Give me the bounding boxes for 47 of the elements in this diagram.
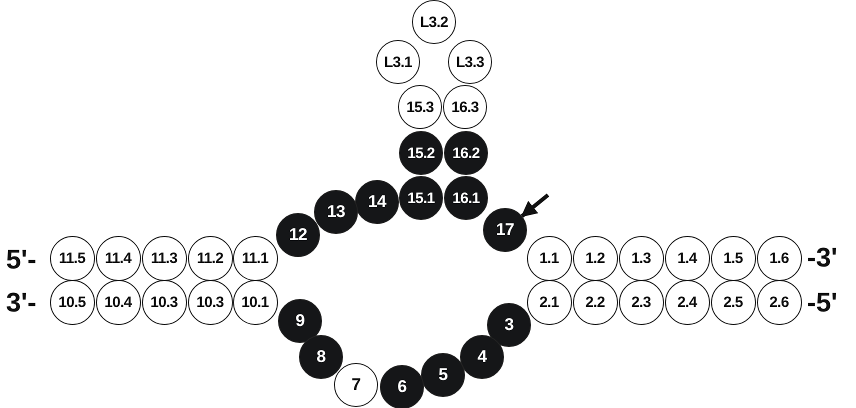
nucleotide-circle: 2.2 — [572, 280, 618, 324]
nucleotide-circle: 2.5 — [710, 280, 756, 324]
nucleotide-circle: 15.1 — [399, 176, 443, 220]
nucleotide-circle: 16.2 — [444, 131, 488, 175]
nucleotide-circle: 11.2 — [188, 236, 232, 280]
nucleotide-circle: 1.1 — [526, 236, 572, 280]
nucleotide-circle: 10.3 — [142, 280, 186, 324]
strand-end-label: -3' — [807, 244, 838, 272]
nucleotide-circle: L3.3 — [448, 40, 492, 84]
nucleotide-circle: 3 — [487, 303, 531, 347]
nucleotide-circle: 10.3 — [188, 280, 232, 324]
nucleotide-circle: 2.6 — [756, 280, 802, 324]
strand-end-label: -5' — [807, 290, 838, 316]
nucleotide-circle: 13 — [314, 190, 358, 234]
nucleotide-circle: 15.3 — [398, 85, 442, 129]
nucleotide-circle: 2.4 — [664, 280, 710, 324]
nucleotide-circle: 6 — [380, 365, 424, 408]
nucleotide-circle: 5 — [421, 353, 465, 397]
nucleotide-circle: 14 — [355, 180, 399, 224]
nucleotide-circle: 16.1 — [444, 176, 488, 220]
nucleotide-circle: 1.6 — [756, 236, 802, 280]
strand-end-label: 3'- — [6, 290, 36, 316]
nucleotide-circle: 1.4 — [664, 236, 710, 280]
nucleotide-circle: 8 — [299, 335, 343, 379]
nucleotide-circle: 2.3 — [618, 280, 664, 324]
nucleotide-circle: 12 — [276, 213, 320, 257]
nucleotide-circle: 11.1 — [232, 236, 278, 280]
nucleotide-circle: 2.1 — [526, 280, 572, 324]
nucleotide-circle: 4 — [460, 335, 504, 379]
nucleotide-circle: 1.5 — [710, 236, 756, 280]
nucleotide-circle: 11.3 — [142, 236, 186, 280]
nucleotide-circle: 10.4 — [96, 280, 140, 324]
nucleotide-circle: 10.5 — [50, 280, 94, 324]
nucleotide-circle: 10.1 — [232, 280, 278, 324]
nucleotide-circle: 15.2 — [399, 131, 443, 175]
nucleotide-circle: 1.2 — [572, 236, 618, 280]
nucleotide-circle: L3.2 — [412, 0, 456, 44]
nucleotide-circle: 11.4 — [96, 236, 140, 280]
nucleotide-circle: L3.1 — [376, 40, 420, 84]
nucleotide-circle: 1.3 — [618, 236, 664, 280]
strand-end-label: 5'- — [6, 246, 36, 274]
nucleotide-circle: 11.5 — [50, 236, 94, 280]
nucleotide-circle: 17 — [483, 208, 527, 252]
nucleotide-circle: 16.3 — [443, 85, 487, 129]
nucleotide-circle: 9 — [278, 299, 322, 343]
arrow — [520, 193, 550, 218]
nucleotide-circle: 7 — [334, 363, 378, 407]
